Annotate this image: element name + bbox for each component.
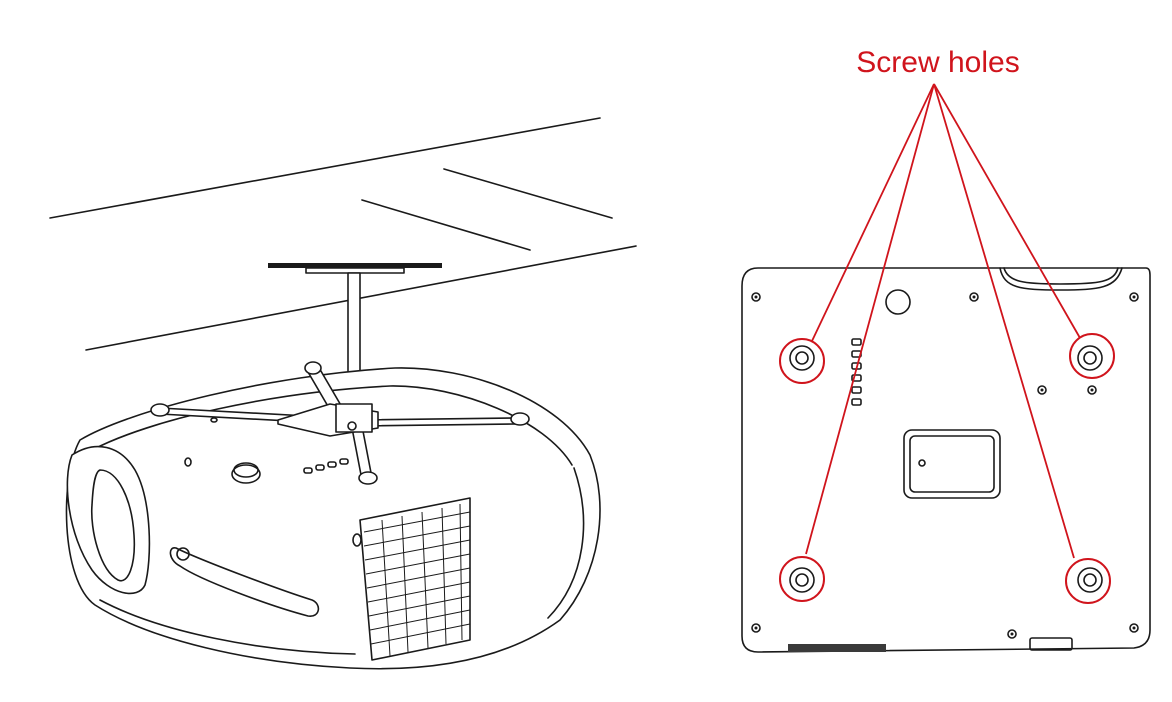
screw-hole-marker xyxy=(1065,558,1111,604)
access-cover xyxy=(903,429,1001,499)
leader-line xyxy=(933,83,1081,339)
projector-bottom-view xyxy=(741,267,1151,653)
ceiling-mount-illustration xyxy=(49,117,637,670)
foot-knob xyxy=(885,289,911,315)
screw-hole-marker xyxy=(779,556,825,602)
ceiling-lines xyxy=(49,117,637,351)
bottom-vent-slots xyxy=(851,338,862,406)
leader-line xyxy=(805,83,935,555)
vent-grille xyxy=(359,497,471,661)
screw-hole-marker xyxy=(1069,333,1115,379)
leader-line xyxy=(811,83,935,342)
projector-body xyxy=(65,367,601,670)
mount-arms xyxy=(150,361,530,485)
leader-line xyxy=(933,83,1075,559)
top-vent-slots xyxy=(303,458,349,474)
screw-hole-marker xyxy=(779,338,825,384)
small-screws xyxy=(751,292,1139,639)
rear-vent xyxy=(788,644,886,652)
rear-tab xyxy=(1029,637,1073,651)
screw-holes-callout: Screw holes xyxy=(779,46,1115,604)
mounting-holes xyxy=(789,345,1103,593)
callout-label: Screw holes xyxy=(856,46,1019,79)
